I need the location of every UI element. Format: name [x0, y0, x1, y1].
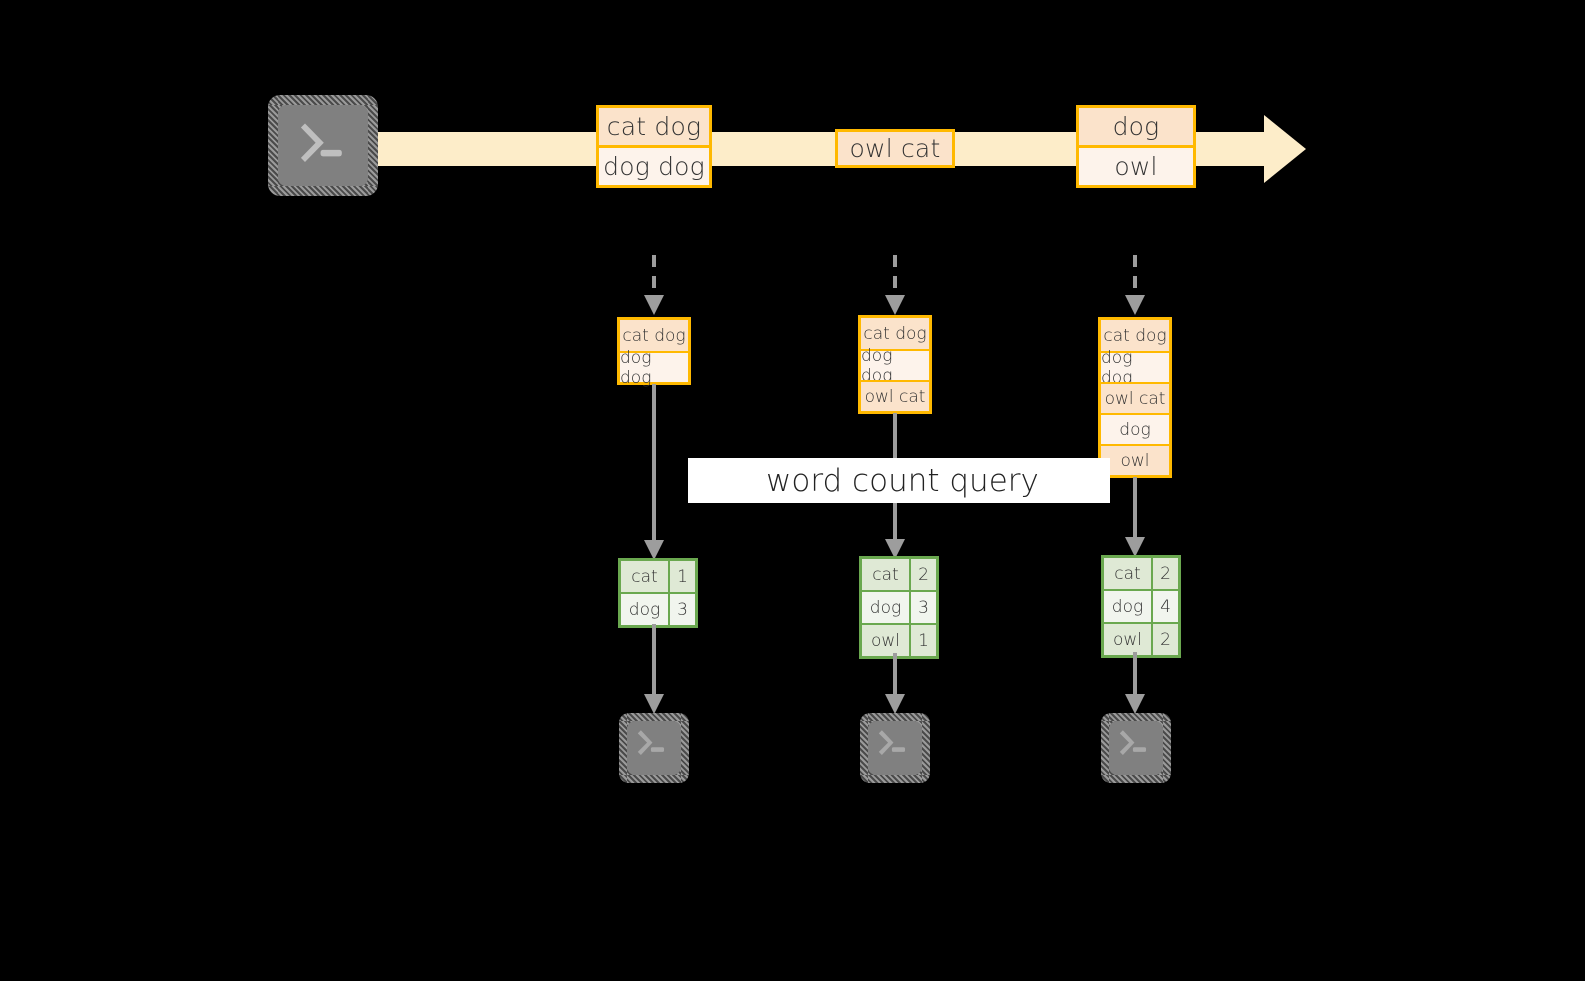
stream-event-group-1[interactable]: cat dog dog dog	[596, 105, 712, 188]
event-row: dog dog	[620, 348, 688, 388]
stream-event-line: dog	[1079, 108, 1193, 145]
result-word: owl	[862, 625, 909, 656]
stream-event-line: dog dog	[599, 145, 709, 185]
result-word: dog	[1104, 591, 1151, 622]
stream-event-line: owl	[1079, 145, 1193, 185]
source-terminal-icon[interactable]	[268, 95, 378, 196]
banner-label: word count query	[766, 462, 1039, 499]
source-terminal-surface	[278, 105, 368, 186]
event-row: owl cat	[861, 380, 929, 411]
result-word: cat	[862, 559, 909, 590]
result-count: 4	[1151, 591, 1178, 622]
result-count: 3	[668, 594, 695, 625]
snapshot-3-intake-arrow	[1121, 255, 1149, 317]
event-row: cat dog	[861, 318, 929, 349]
event-row: owl cat	[1101, 382, 1169, 413]
result-count: 1	[668, 561, 695, 592]
result-row: cat 2	[1104, 558, 1178, 589]
result-word: dog	[621, 594, 668, 625]
snapshot-2-result-table: cat 2 dog 3 owl 1	[859, 556, 939, 659]
snapshot-3-sink-arrow	[1121, 652, 1149, 716]
snapshot-1-result-table: cat 1 dog 3	[618, 558, 698, 628]
snapshot-3-event-table: cat dog dog dog owl cat dog owl	[1098, 317, 1172, 478]
result-row: cat 2	[862, 559, 936, 590]
snapshot-2-sink-terminal-icon[interactable]	[860, 713, 930, 783]
terminal-prompt-glyph	[868, 721, 922, 775]
stream-event-group-3[interactable]: dog owl	[1076, 105, 1196, 188]
stream-event-line: owl cat	[838, 132, 952, 165]
event-row: dog dog	[861, 346, 929, 386]
result-word: cat	[621, 561, 668, 592]
result-count: 2	[1151, 624, 1178, 655]
result-row: owl 1	[862, 623, 936, 656]
snapshot-2-event-table: cat dog dog dog owl cat	[858, 315, 932, 414]
terminal-prompt-glyph	[627, 721, 681, 775]
result-row: dog 3	[621, 592, 695, 625]
result-count: 1	[909, 625, 936, 656]
event-row: dog dog	[1101, 348, 1169, 388]
stream-event-line: cat dog	[599, 108, 709, 145]
result-row: cat 1	[621, 561, 695, 592]
event-row: dog	[1101, 413, 1169, 444]
result-count: 2	[909, 559, 936, 590]
result-row: dog 3	[862, 590, 936, 623]
snapshot-1-event-table: cat dog dog dog	[617, 317, 691, 388]
snapshot-3-query-arrow	[1121, 477, 1149, 559]
stream-arrow-head	[1264, 115, 1306, 183]
result-word: cat	[1104, 558, 1151, 589]
result-count: 2	[1151, 558, 1178, 589]
snapshot-1-query-arrow	[640, 384, 668, 562]
event-row: owl	[1101, 444, 1169, 475]
terminal-prompt-glyph	[278, 105, 368, 186]
terminal-prompt-glyph	[1109, 721, 1163, 775]
snapshot-1-intake-arrow	[640, 255, 668, 317]
event-row: cat dog	[1101, 320, 1169, 351]
event-row: cat dog	[620, 320, 688, 351]
word-count-query-banner: word count query	[688, 458, 1110, 503]
result-row: owl 2	[1104, 622, 1178, 655]
snapshot-1-sink-arrow	[640, 624, 668, 716]
snapshot-2-sink-arrow	[881, 653, 909, 716]
result-row: dog 4	[1104, 589, 1178, 622]
snapshot-3-sink-terminal-icon[interactable]	[1101, 713, 1171, 783]
result-word: owl	[1104, 624, 1151, 655]
snapshot-3-result-table: cat 2 dog 4 owl 2	[1101, 555, 1181, 658]
result-word: dog	[862, 592, 909, 623]
result-count: 3	[909, 592, 936, 623]
snapshot-1-sink-terminal-icon[interactable]	[619, 713, 689, 783]
snapshot-2-intake-arrow	[881, 255, 909, 317]
stream-event-group-2[interactable]: owl cat	[835, 129, 955, 168]
